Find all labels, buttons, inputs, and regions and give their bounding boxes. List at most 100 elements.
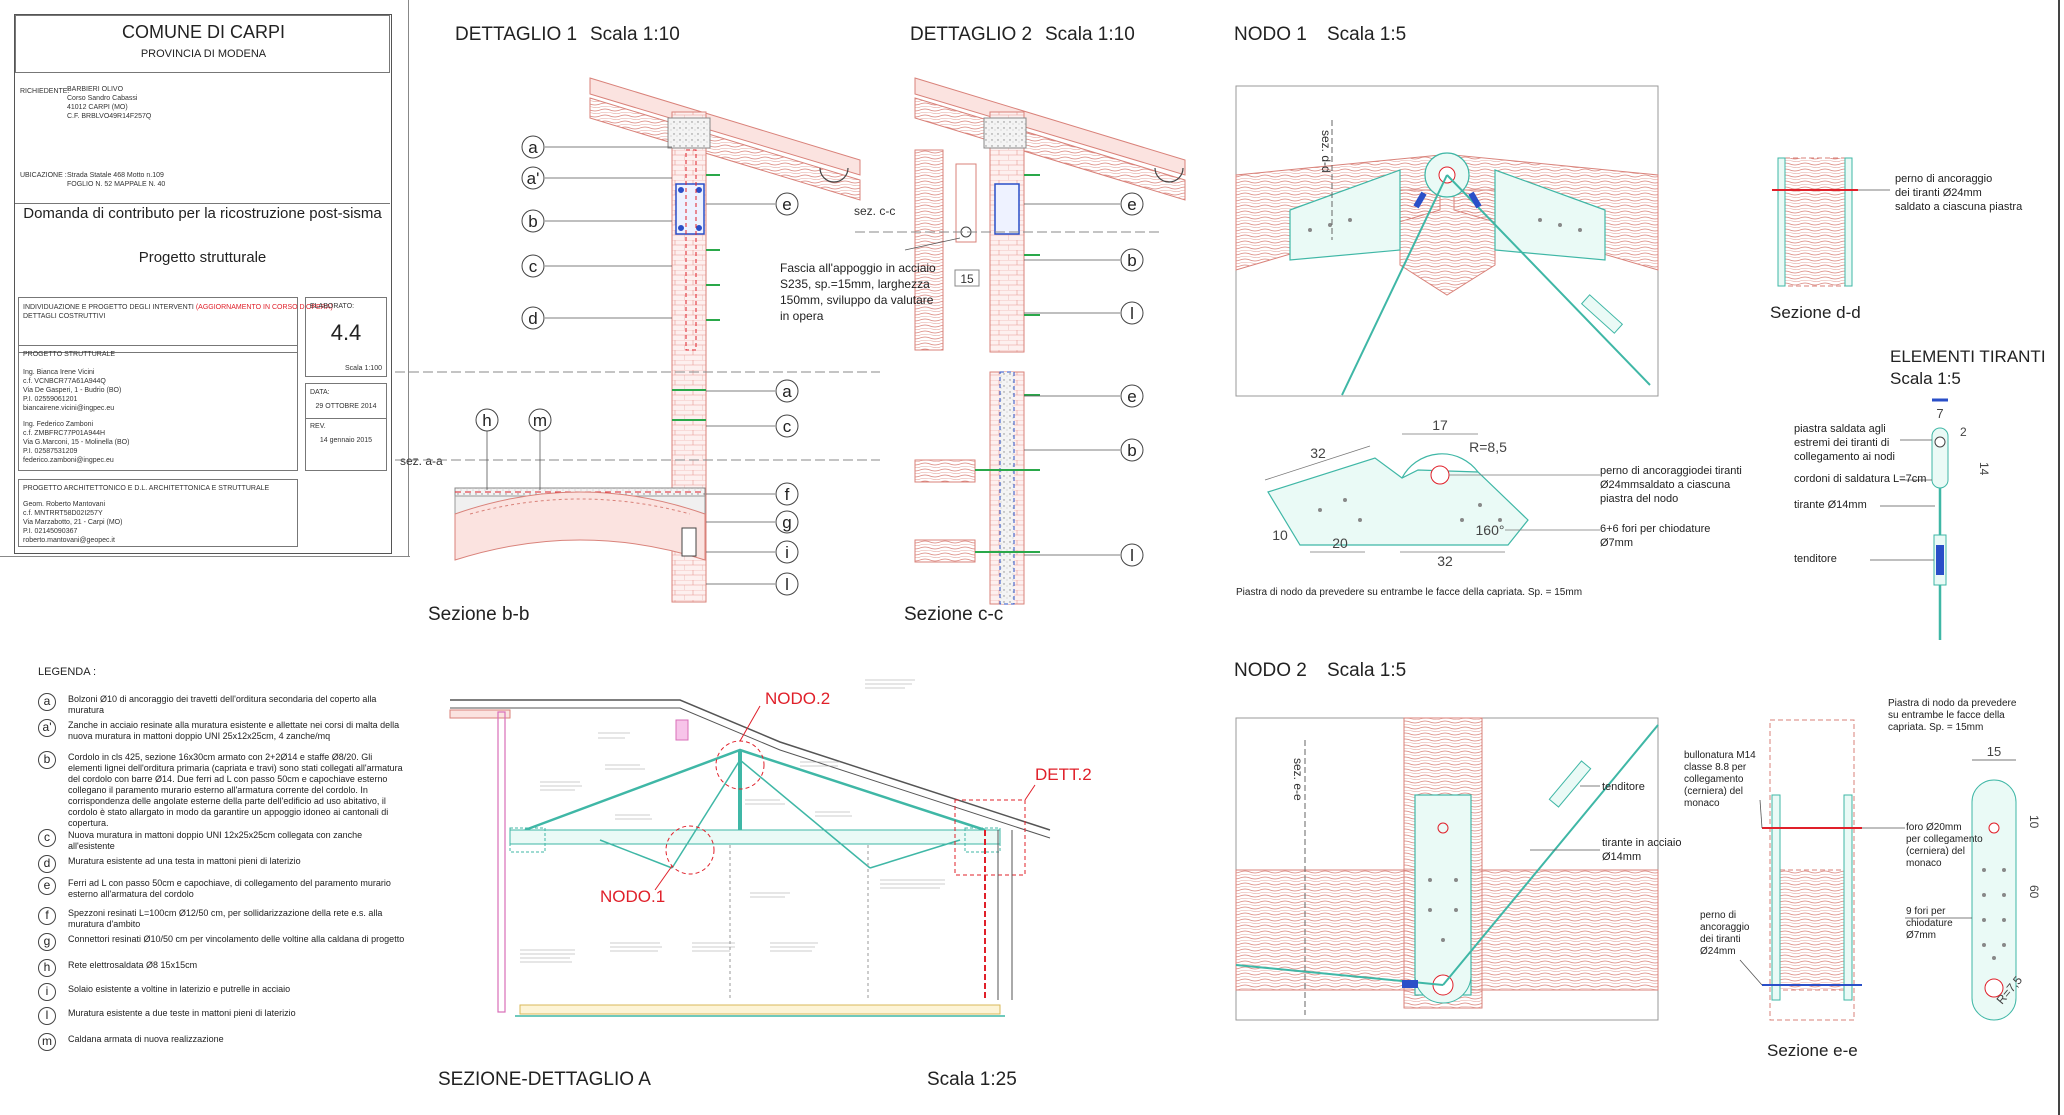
legend-key: e [38,877,56,895]
perno [1984,978,2004,998]
data-label: DATA: [310,389,330,396]
callout-circle [521,306,545,330]
truss-rafters [524,748,986,832]
richiedente-block: BARBIERI OLIVO Corso Sandro Cabassi 4101… [67,85,151,121]
elaborato-box: ELABORATO: 4.4 Scala 1:100 [305,297,387,377]
callout-circle [475,408,499,432]
progetto-title: Progetto strutturale [138,249,267,266]
node-plate-right [1494,169,1606,261]
tirante-note: Ø14mm [1602,851,1641,863]
elaborato-number: 4.4 [330,320,362,345]
callout-label: a [782,382,792,401]
gutter [819,167,849,183]
nail-hole [2002,918,2006,922]
nail-hole [1478,503,1482,507]
leader-line [1759,799,1763,829]
cordolo-rebar [994,183,1020,235]
beam-lower [914,539,976,563]
rebar-dot [678,187,684,193]
ing1-line: Ing. Bianca Irene Vicini [23,369,95,376]
callout-label: i [785,543,789,562]
bullonatura-note: bullonatura M14 [1684,750,1756,761]
richiedente-line: Corso Sandro Cabassi [67,95,138,102]
ee-piastra: Piastra di nodo da prevedere [1888,698,2017,709]
dim-box [954,269,980,287]
nail-hole [1308,228,1312,232]
section-outline [1769,719,1855,1021]
fascia-note: 150mm, sviluppo da valutare [780,293,934,307]
legend-text: Spezzoni resinati L=100cm Ø12/50 cm, per… [68,908,383,929]
callout-circle [775,379,799,403]
callout-label: c [783,417,792,436]
domanda-title: Domanda di contributo per la ricostruzio… [23,205,382,222]
callout-circle [1120,301,1144,325]
nodo1-title: NODO 1 [1234,24,1307,45]
foro [1988,822,2000,834]
bullonatura-note: collegamento [1684,774,1744,785]
roof-board [914,97,1186,201]
fori-note: chiodature [1906,918,1953,929]
roof-line [450,699,1051,831]
aggiornamento-text: (AGGIORNAMENTO IN CORSO D'OPERA) [195,304,333,311]
callout-label: g [782,513,791,532]
dettaglio2-drawing: DETTAGLIO 2 Scala 1:10 sez. c-c 15 [780,24,1186,625]
ing2-line: P.I. 02587531209 [23,448,78,455]
tie-rod [1446,174,1651,386]
foro-note: foro Ø20mm [1906,822,1962,833]
perno-note: perno di ancoraggiodei tiranti [1600,465,1742,477]
rebar-dot [696,225,702,231]
rev-label: REV. [310,423,326,430]
callout-circle [775,482,799,506]
legend-text: Muratura esistente a due teste in matton… [68,1008,296,1018]
legend-key: g [38,933,56,951]
legend-text: Bolzoni Ø10 di ancoraggio dei travetti d… [68,694,377,715]
tenditore-core [1936,545,1944,575]
dim-label: 2 [1960,425,1967,439]
dettaglio1-title: DETTAGLIO 1 [455,24,577,45]
piastra-note: Piastra di nodo da prevedere su entrambe… [1236,587,1582,598]
nail-hole [1460,518,1464,522]
callout-label: b [1127,441,1136,460]
nail-hole [1982,893,1986,897]
legend-text: Rete elettrosaldata Ø8 15x15cm [68,960,198,970]
legend-text: Nuova muratura in mattoni doppio UNI 12x… [68,830,363,851]
ing2-line: federico.zamboni@ingpec.eu [23,457,114,464]
callout-circle [775,572,799,596]
callout-label: b [1127,251,1136,270]
cordoni-note: cordoni di saldatura L=7cm [1794,473,1926,485]
tie-rod [1341,174,1448,396]
tie-rod [671,759,741,869]
sezione-ee-drawing: Piastra di nodo da prevedere su entrambe… [1684,698,2041,1060]
dim-label: R=8,5 [1469,439,1507,455]
ubicazione-line: Strada Statale 468 Motto n.109 [67,172,164,179]
callout-circle [521,254,545,278]
callout-label: b [528,212,537,231]
leader-line [904,237,961,251]
callout-label: a' [527,169,540,188]
geom-line: P.I. 02145090367 [23,528,78,535]
sez-cc-label: sez. c-c [854,204,895,218]
foro-note: (cerniera) del [1906,846,1965,857]
perno-note: dei tiranti [1700,934,1741,945]
nail-hole [1348,218,1352,222]
ing2-line: c.f. ZMBFRC77P01A944H [23,430,106,437]
richiedente-line: 41012 CARPI (MO) [67,104,128,111]
leader-line [1024,784,1036,801]
nail-hole [1498,518,1502,522]
perno-note: Ø24mmsaldato a ciascuna [1600,479,1731,491]
node-plate [1414,794,1472,996]
truss-tie-beam [509,829,1001,845]
putrella [681,527,697,557]
callout-label: f [785,485,790,504]
nail-hole [2002,868,2006,872]
legend-key: c [38,829,56,847]
dim-label: 32 [1310,445,1326,461]
sezione-ee-caption: Sezione e-e [1767,1041,1858,1060]
beam-end [914,149,944,351]
foro-note: monaco [1906,858,1942,869]
nodo2-drawing: NODO 2 Scala 1:5 sez. e-e tenditore tira… [1234,660,1682,1021]
callout-label: e [1127,387,1136,406]
fori-note: 9 fori per [1906,906,1946,917]
node-plate-left [1289,169,1401,261]
data-value: 29 OTTOBRE 2014 [315,403,377,410]
